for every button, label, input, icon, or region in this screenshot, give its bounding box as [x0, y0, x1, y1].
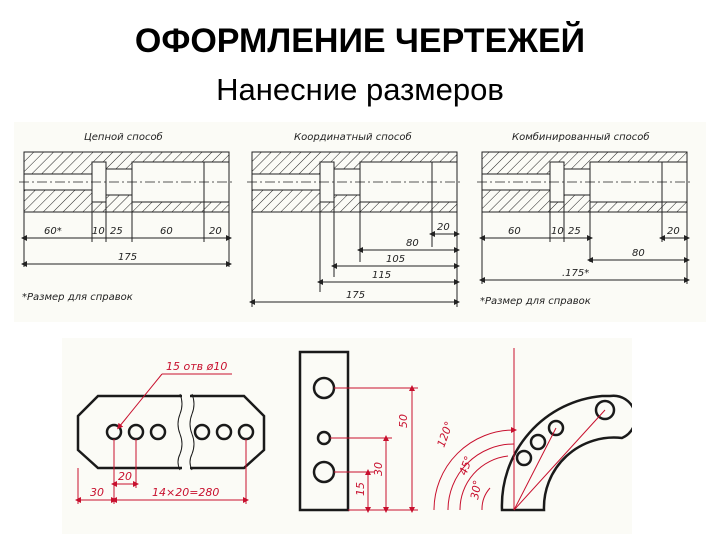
- arc-hole-1: [547, 419, 565, 437]
- combined-dims: 60 10 25 20 80 .175* *Размер для справок: [480, 226, 680, 307]
- bottom-drawings-svg: 15 отв ø10 20 30 14×20=280 50 30 15: [75, 348, 637, 513]
- coordinate-dim-5: 175: [346, 290, 365, 301]
- arc-dim-3: 30°: [468, 479, 484, 500]
- bar-dimension-lines: [330, 385, 418, 513]
- bar-dims: 50 30 15: [354, 414, 410, 496]
- combined-dim-3: 25: [568, 226, 581, 237]
- plate-callout: 15 отв ø10: [166, 360, 227, 373]
- plate-right-outline: [190, 394, 266, 470]
- bottom-drawings-panel: 15 отв ø10 20 30 14×20=280 50 30 15: [62, 338, 637, 534]
- arc-dimension-lines: [433, 348, 606, 511]
- plate-hole-5: [215, 423, 233, 441]
- combined-dim-5: 80: [632, 248, 645, 259]
- plate-hole-4: [193, 423, 211, 441]
- chain-method-drawing: Цепной способ: [19, 131, 234, 267]
- combined-total: .175*: [562, 268, 589, 279]
- arc-dim-2: 45°: [457, 454, 476, 477]
- arc-part-drawing: [500, 394, 637, 512]
- combined-dim-2: 10: [551, 226, 564, 237]
- combined-footnote: *Размер для справок: [480, 296, 591, 307]
- plate-hole-6: [237, 423, 255, 441]
- plate-dimension-lines: [75, 373, 249, 504]
- plate-hole-2: [127, 423, 145, 441]
- arc-dim-1: 120°: [435, 420, 456, 449]
- plate-left-outline: [76, 394, 182, 470]
- chain-total: 175: [118, 252, 137, 263]
- chain-dim-1: 60*: [44, 226, 62, 237]
- chain-footnote: *Размер для справок: [22, 292, 133, 303]
- bar-outline: [298, 350, 350, 512]
- arc-hole-3: [515, 449, 533, 467]
- bar-hole-bottom: [312, 460, 336, 484]
- plate-dim-total: 14×20=280: [152, 486, 219, 499]
- top-drawings-panel: Цепной способ 60* 10 25 60 20 175 *Разме…: [14, 122, 706, 322]
- coordinate-dim-4: 115: [372, 270, 391, 281]
- combined-method-label: Комбинированный способ: [512, 131, 650, 143]
- combined-method-drawing: Комбинированный способ: [477, 131, 692, 284]
- coordinate-dim-1: 20: [437, 222, 450, 233]
- chain-dim-4: 60: [160, 226, 173, 237]
- chain-dim-3: 25: [110, 226, 123, 237]
- chain-dim-5: 20: [209, 226, 222, 237]
- coordinate-dim-3: 105: [386, 254, 405, 265]
- plate-hole-1: [105, 423, 123, 441]
- arc-dims: 120° 45° 30°: [435, 420, 485, 501]
- coordinate-dims: 20 80 105 115 175: [346, 222, 450, 301]
- combined-dim-1: 60: [508, 226, 521, 237]
- chain-dim-2: 10: [92, 226, 105, 237]
- bar-hole-middle: [316, 430, 332, 446]
- arc-hole-large: [594, 399, 616, 421]
- bar-dim-2: 30: [372, 462, 385, 476]
- plate-dim-edge: 30: [90, 486, 104, 499]
- plate-dim-pitch: 20: [118, 470, 132, 483]
- combined-dim-4: 20: [667, 226, 680, 237]
- coordinate-method-drawing: Координатный способ: [247, 131, 462, 307]
- coordinate-method-label: Координатный способ: [294, 131, 412, 143]
- page-subtitle: Нанесние размеров: [216, 72, 504, 107]
- plate-dims: 15 отв ø10 20 30 14×20=280: [90, 360, 227, 499]
- arc-hole-2: [529, 433, 547, 451]
- bar-dim-1: 50: [397, 414, 410, 428]
- bar-drawing: [298, 350, 350, 512]
- page-title: ОФОРМЛЕНИЕ ЧЕРТЕЖЕЙ: [134, 22, 586, 60]
- perforated-plate-drawing: [76, 393, 266, 471]
- chain-method-label: Цепной способ: [84, 131, 163, 143]
- bar-hole-top: [312, 376, 336, 400]
- bar-dim-3: 15: [354, 482, 367, 496]
- chain-dims: 60* 10 25 60 20 175 *Размер для справок: [22, 226, 222, 303]
- top-drawings-svg: Цепной способ 60* 10 25 60 20 175 *Разме…: [19, 131, 692, 307]
- plate-hole-3: [149, 423, 167, 441]
- coordinate-dim-2: 80: [406, 238, 419, 249]
